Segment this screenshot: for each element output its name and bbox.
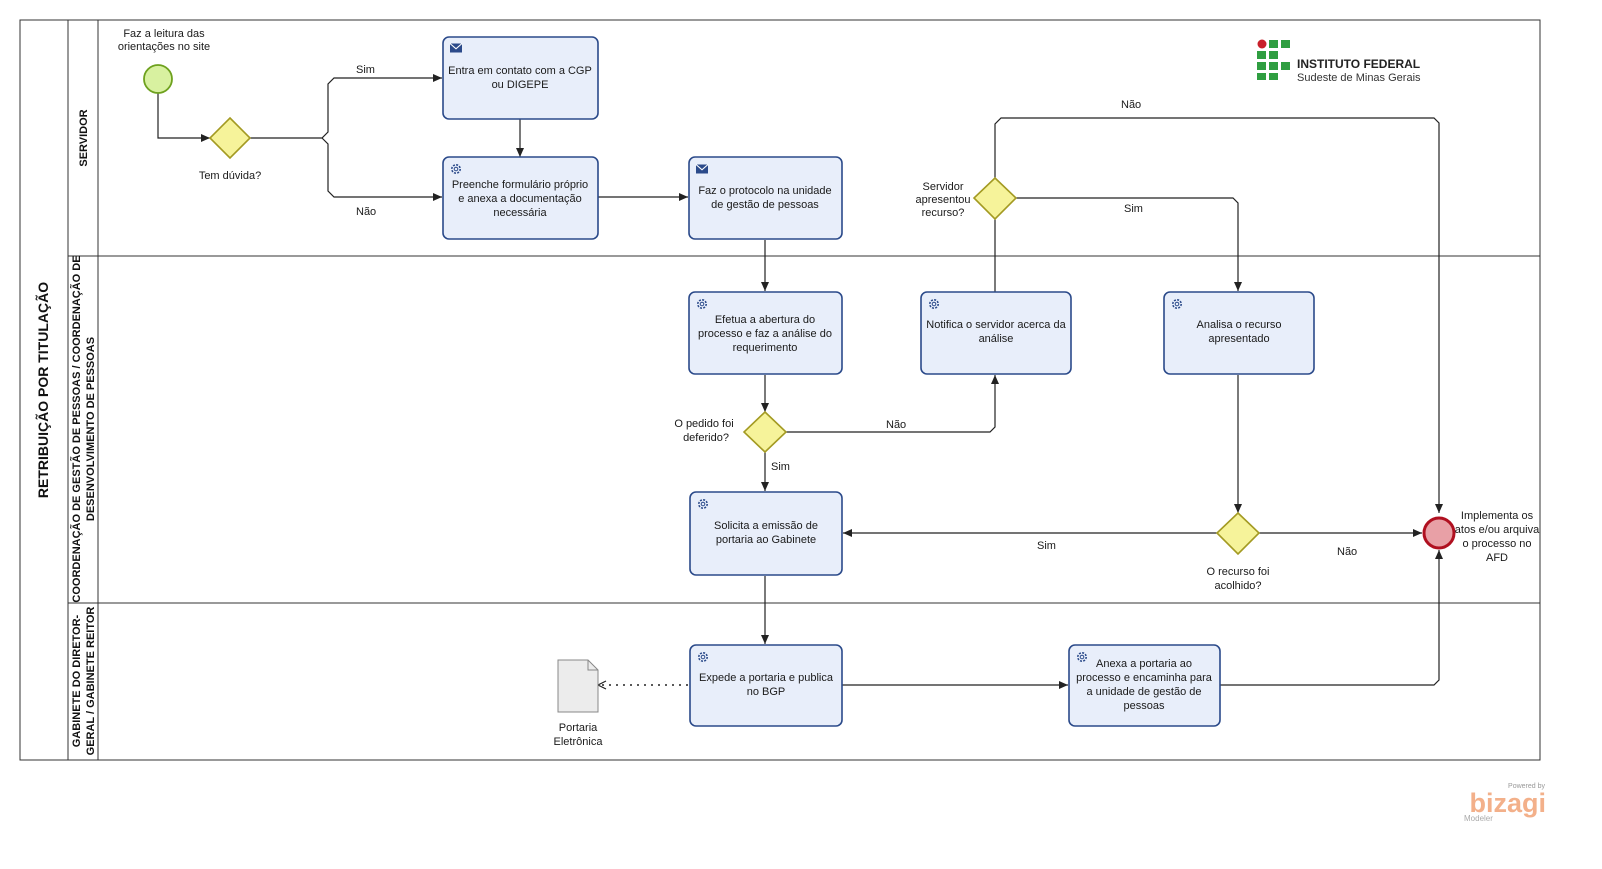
task-anexa-line4: pessoas <box>1124 700 1165 712</box>
task-notifica-servidor[interactable]: Notifica o servidor acerca da análise <box>920 291 1072 375</box>
data-object-label-line1: Portaria <box>559 722 598 734</box>
task-analisa-line1: Analisa o recurso <box>1197 319 1282 331</box>
task-solicita-line2: portaria ao Gabinete <box>716 534 816 546</box>
task-faz-protocolo[interactable]: Faz o protocolo na unidade de gestão de … <box>688 156 843 240</box>
task-abertura-line3: requerimento <box>733 342 798 354</box>
gateway-deferido-label-line2: deferido? <box>683 432 729 444</box>
task-anexa-line3: a unidade de gestão de <box>1087 686 1202 698</box>
task-anexa-portaria[interactable]: Anexa a portaria ao processo e encaminha… <box>1068 644 1221 727</box>
gateway-acolhido-label-line2: acolhido? <box>1214 580 1261 592</box>
task-abertura-line1: Efetua a abertura do <box>715 314 815 326</box>
lane-gab-title-line2: GERAL / GABINETE REITOR <box>85 607 97 756</box>
task-protocolo-line1: Faz o protocolo na unidade <box>698 185 831 197</box>
flow-label-sim-duvida: Sim <box>356 64 375 76</box>
lane-cgp-title-line1: COORDENAÇÃO DE GESTÃO DE PESSOAS / COORD… <box>70 255 83 602</box>
sequence-flows <box>157 74 1443 690</box>
gateway-acolhido-label-line1: O recurso foi <box>1207 566 1270 578</box>
task-contato-line1: Entra em contato com a CGP <box>448 65 592 77</box>
task-contato-line2: ou DIGEPE <box>492 79 549 91</box>
task-anexa-line2: processo e encaminha para <box>1076 672 1213 684</box>
task-notifica-line1: Notifica o servidor acerca da <box>926 319 1066 331</box>
task-analisa-recurso[interactable]: Analisa o recurso apresentado <box>1163 291 1315 375</box>
task-expede-line1: Expede a portaria e publica <box>699 672 834 684</box>
flow-labels: Sim Não Não Sim Não Sim Sim Não <box>356 64 1357 558</box>
flow-label-nao-acolhido: Não <box>1337 546 1357 558</box>
task-formulario-line1: Preenche formulário próprio <box>452 179 588 191</box>
task-efetua-abertura[interactable]: Efetua a abertura do processo e faz a an… <box>688 291 843 375</box>
task-formulario-line2: e anexa a documentação <box>458 193 582 205</box>
end-event-label-line4: AFD <box>1486 552 1508 564</box>
end-event-label-line1: Implementa os <box>1461 510 1534 522</box>
pool-title: RETRIBUIÇÃO POR TITULAÇÃO <box>34 282 51 498</box>
watermark-powered: Powered by <box>1508 783 1545 790</box>
task-expede-portaria[interactable]: Expede a portaria e publica no BGP <box>689 644 843 727</box>
pool: RETRIBUIÇÃO POR TITULAÇÃO SERVIDOR COORD… <box>19 19 1541 761</box>
start-event-label-line2: orientações no site <box>118 41 210 53</box>
gateway-pedido-deferido[interactable] <box>742 410 788 454</box>
task-expede-line2: no BGP <box>747 686 786 698</box>
flow-label-nao-deferido: Não <box>886 419 906 431</box>
end-event-label-line3: o processo no <box>1462 538 1531 550</box>
end-event[interactable] <box>1422 516 1456 550</box>
task-solicita-line1: Solicita a emissão de <box>714 520 818 532</box>
bizagi-watermark: Powered by bizagi Modeler <box>1464 783 1546 823</box>
task-anexa-line1: Anexa a portaria ao <box>1096 658 1192 670</box>
logo-title: INSTITUTO FEDERAL <box>1297 57 1420 71</box>
mail-icon <box>695 163 709 175</box>
gateway-recurso-acolhido[interactable] <box>1215 511 1261 556</box>
flow-label-nao-recurso: Não <box>1121 99 1141 111</box>
task-analisa-line2: apresentado <box>1208 333 1269 345</box>
task-entra-em-contato[interactable]: Entra em contato com a CGP ou DIGEPE <box>442 36 599 120</box>
lane-servidor-title: SERVIDOR <box>78 109 90 166</box>
flow-label-sim-acolhido: Sim <box>1037 540 1056 552</box>
institute-logo: INSTITUTO FEDERAL Sudeste de Minas Gerai… <box>1257 39 1421 84</box>
lane-gab-title-line1: GABINETE DO DIRETOR- <box>71 614 83 747</box>
gateway-tem-duvida-label: Tem dúvida? <box>199 170 261 182</box>
task-preenche-formulario[interactable]: Preenche formulário próprio e anexa a do… <box>442 156 599 240</box>
start-event[interactable] <box>143 64 173 94</box>
task-notifica-line2: análise <box>979 333 1014 345</box>
watermark-product: Modeler <box>1464 814 1493 823</box>
task-protocolo-line2: de gestão de pessoas <box>711 199 819 211</box>
data-object-portaria[interactable] <box>557 659 599 713</box>
flow-label-sim-recurso: Sim <box>1124 203 1143 215</box>
flow-label-nao-duvida: Não <box>356 206 376 218</box>
task-solicita-emissao[interactable]: Solicita a emissão de portaria ao Gabine… <box>689 491 843 576</box>
gateway-recurso-label-line1: Servidor <box>923 181 964 193</box>
mail-icon <box>449 42 463 54</box>
data-object-label-line2: Eletrônica <box>554 736 604 748</box>
gateway-recurso-label-line3: recurso? <box>922 207 965 219</box>
watermark-brand: bizagi <box>1469 788 1546 818</box>
task-abertura-line2: processo e faz a análise do <box>698 328 832 340</box>
flow-label-sim-deferido: Sim <box>771 461 790 473</box>
lane-cgp-title-line2: DESENVOLVIMENTO DE PESSOAS <box>85 337 97 521</box>
gateway-tem-duvida[interactable] <box>208 116 252 160</box>
gateway-deferido-label-line1: O pedido foi <box>674 418 733 430</box>
start-event-label-line1: Faz a leitura das <box>123 28 205 40</box>
end-event-label-line2: atos e/ou arquiva <box>1455 524 1540 536</box>
gateway-apresentou-recurso[interactable] <box>972 176 1018 221</box>
gateway-recurso-label-line2: apresentou <box>915 194 970 206</box>
task-formulario-line3: necessária <box>493 207 547 219</box>
logo-subtitle: Sudeste de Minas Gerais <box>1297 72 1421 84</box>
